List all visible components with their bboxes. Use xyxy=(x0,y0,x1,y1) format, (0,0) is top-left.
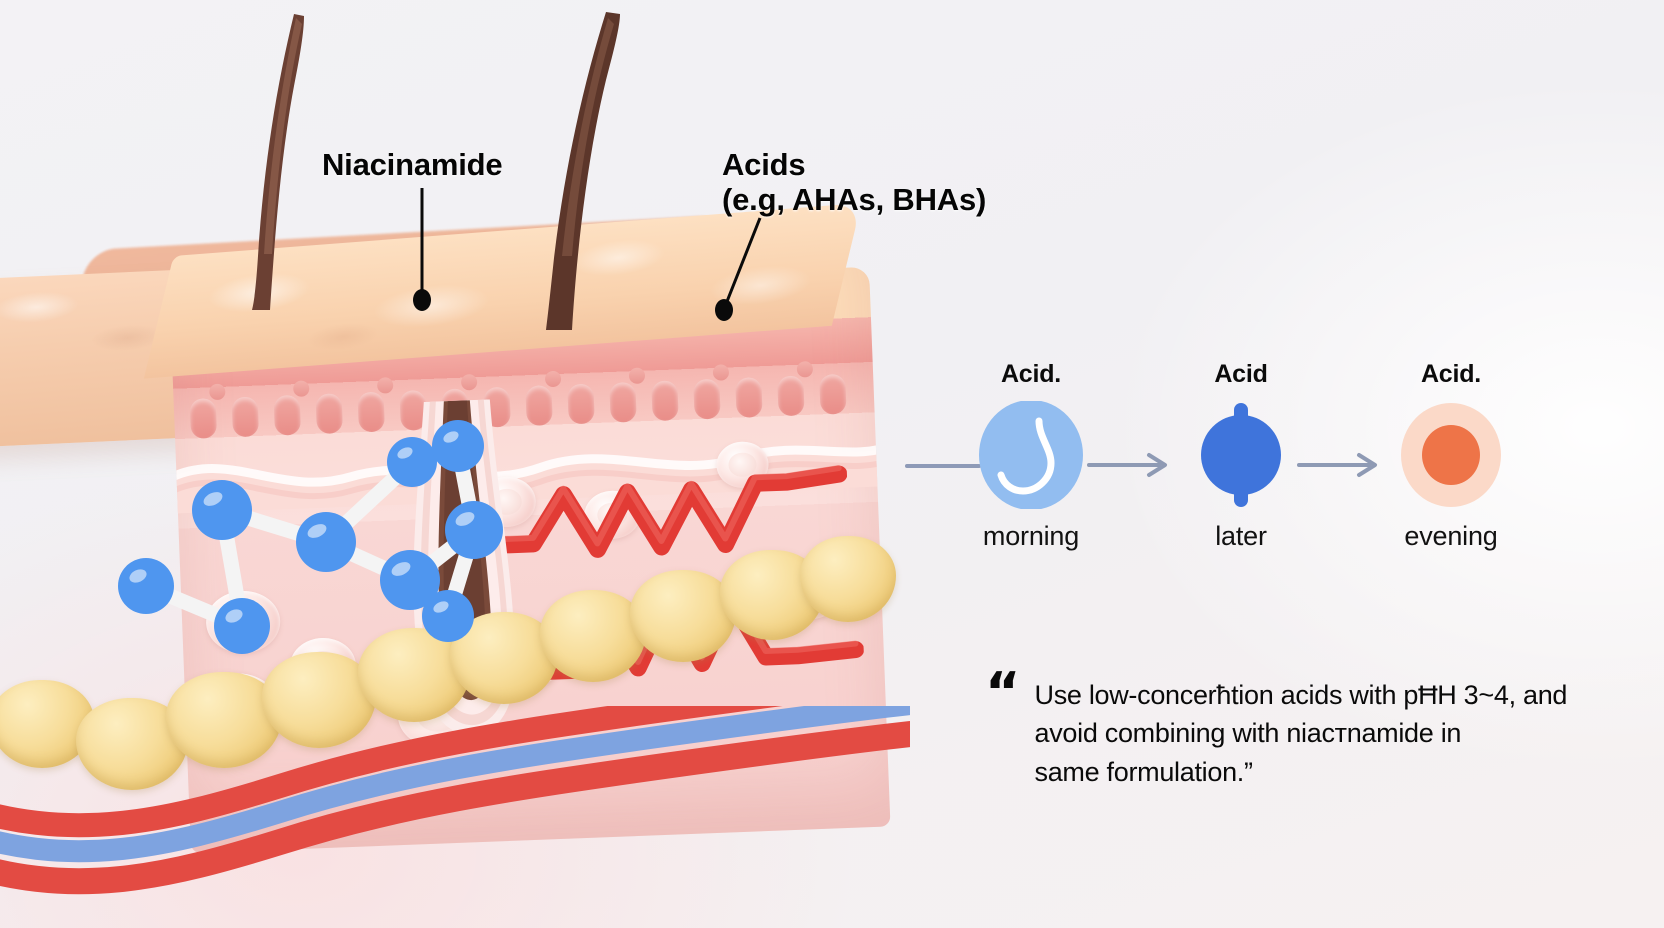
dermal-boundary-wave-1 xyxy=(169,416,891,514)
fat-lobule xyxy=(630,570,736,662)
collagen-fiber-upper xyxy=(486,454,850,584)
callout-acids-label-line1: Acids xyxy=(722,147,806,182)
quote-open-mark: “ xyxy=(985,661,1020,724)
advice-quote: “ Use low-concerħtion acids with pĦH 3~4… xyxy=(985,661,1585,791)
artery xyxy=(0,721,910,895)
timeline-step-morning-top-label: Acid. xyxy=(1000,360,1062,388)
capsule-dot-icon xyxy=(1187,401,1295,509)
quote-body: Use low-concerħtion acids with pĦH 3~4, … xyxy=(1035,676,1568,791)
skin-cross-section-illustration xyxy=(0,12,910,928)
timeline-step-evening-bottom-label: evening xyxy=(1404,521,1498,551)
acid-routine-timeline: Acid. morning Acid xyxy=(905,360,1605,580)
callout-niacinamide-leader xyxy=(413,186,458,311)
target-dot-icon xyxy=(1397,401,1505,509)
callout-acids-label-line2: (e.g, AHAs, BHAs) xyxy=(722,181,987,217)
fat-lobule xyxy=(262,652,376,748)
timeline-arrow-2-icon xyxy=(1297,452,1383,478)
niacinamide-molecule xyxy=(100,390,560,710)
quote-line-1: Use low-concerħtion acids with pĦH 3~4, … xyxy=(1034,680,1568,710)
timeline-step-later-top-label: Acid xyxy=(1214,360,1268,388)
hair-shaft-left xyxy=(220,10,360,310)
timeline-step-morning-bottom-label: morning xyxy=(982,521,1080,551)
droplet-outline-circle-icon xyxy=(977,400,1085,510)
fat-lobule xyxy=(800,536,896,622)
timeline-step-evening-top-label: Acid. xyxy=(1420,360,1482,388)
hair-shaft-right xyxy=(510,10,660,330)
callout-niacinamide-label: Niacinamide xyxy=(322,147,503,182)
callout-niacinamide: Niacinamide xyxy=(322,147,503,311)
timeline-step-morning[interactable]: Acid. morning xyxy=(951,360,1111,552)
callout-acids-leader xyxy=(715,216,786,324)
fat-lobule xyxy=(540,590,646,682)
quote-line-2: avoid combining with niacтnamide in xyxy=(1034,718,1462,749)
timeline-arrow-1-icon xyxy=(1087,452,1173,478)
blood-vessels xyxy=(0,706,910,906)
callout-acids: Acids (e.g, AHAs, BHAs) xyxy=(715,147,987,321)
timeline-step-later[interactable]: Acid later xyxy=(1161,360,1321,552)
timeline-step-later-bottom-label: later xyxy=(1215,521,1267,551)
timeline-step-evening[interactable]: Acid. evening xyxy=(1371,360,1531,552)
artery-upper xyxy=(0,706,783,838)
quote-line-3: same formulation.” xyxy=(1034,756,1253,787)
timeline-lead-line xyxy=(905,464,981,468)
vein xyxy=(0,706,910,863)
